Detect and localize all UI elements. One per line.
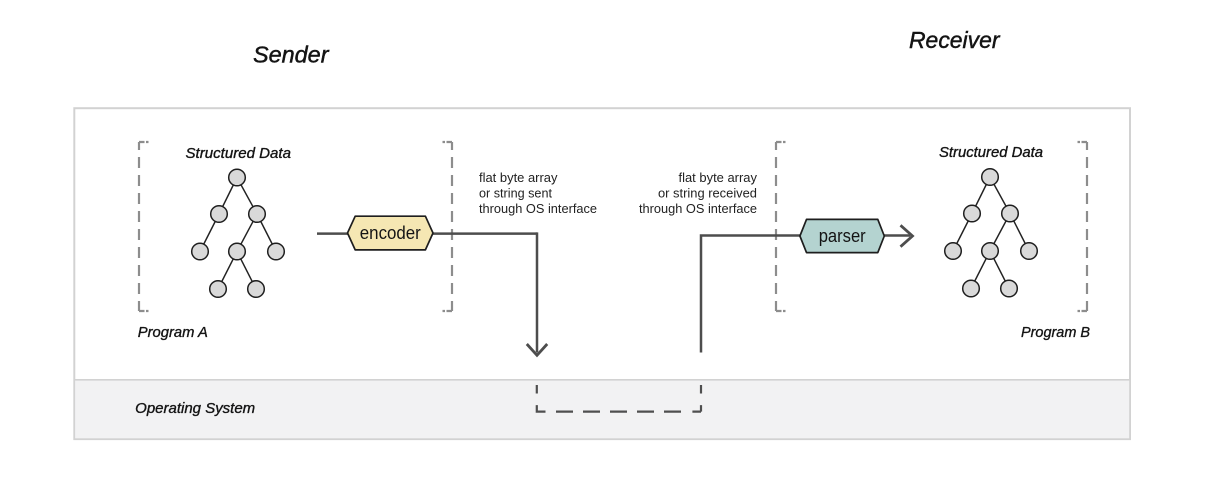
svg-text:Structured Data: Structured Data [939, 145, 1043, 161]
svg-text:Receiver: Receiver [909, 27, 1001, 53]
svg-text:flat byte array: flat byte array [479, 170, 558, 185]
svg-text:Program A: Program A [138, 325, 208, 341]
svg-text:Operating System: Operating System [135, 401, 255, 417]
svg-text:parser: parser [819, 226, 866, 246]
svg-text:encoder: encoder [360, 223, 421, 243]
svg-text:or string sent: or string sent [479, 186, 552, 201]
svg-text:Sender: Sender [253, 42, 330, 68]
svg-text:or string received: or string received [658, 186, 757, 201]
svg-text:Structured Data: Structured Data [186, 146, 292, 162]
svg-text:Program B: Program B [1021, 325, 1090, 341]
svg-text:flat byte array: flat byte array [679, 170, 758, 185]
svg-text:through OS interface: through OS interface [479, 201, 597, 216]
svg-text:through OS interface: through OS interface [639, 201, 757, 216]
